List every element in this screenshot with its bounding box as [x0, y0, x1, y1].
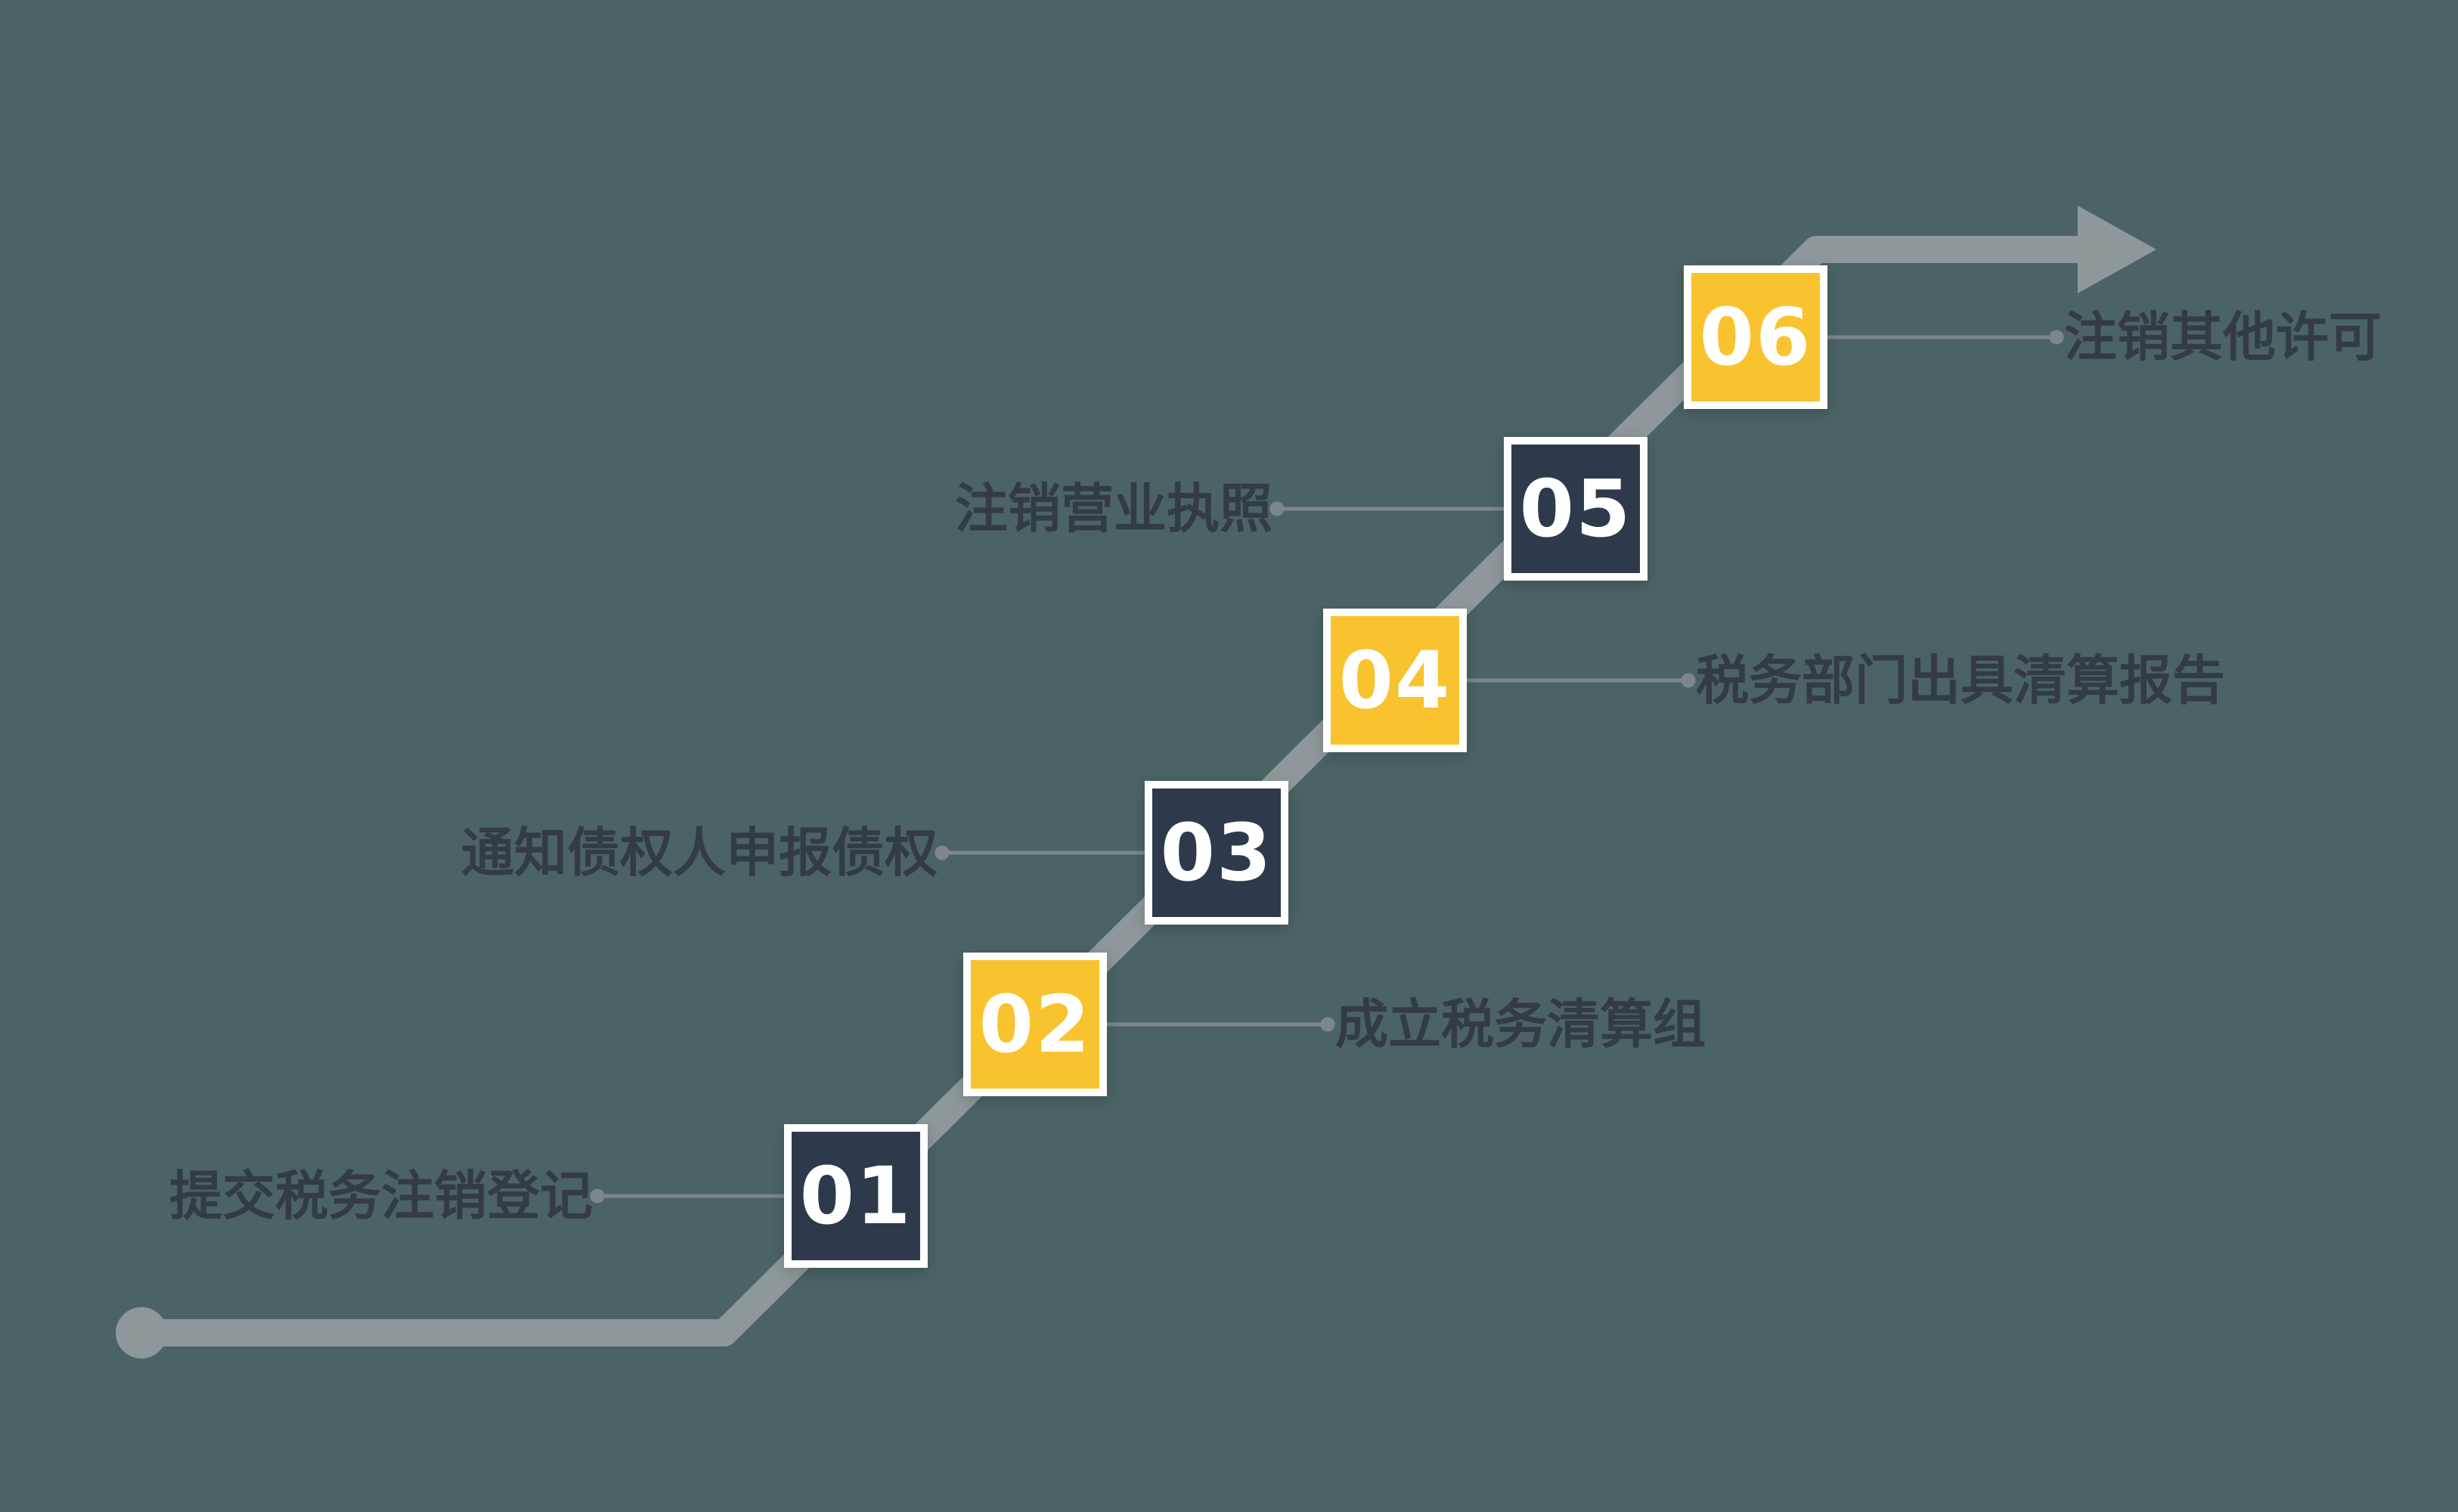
connector-dot-01 [590, 1188, 605, 1204]
connector-dot-02 [1320, 1017, 1335, 1032]
step-number-04: 04 [1338, 634, 1452, 727]
step-number-06: 06 [1699, 291, 1812, 383]
step-square-01: 01 [784, 1124, 928, 1268]
step-square-05: 05 [1504, 437, 1647, 581]
step-square-02: 02 [963, 953, 1107, 1096]
step-number-01: 01 [799, 1150, 913, 1242]
step-label-01: 提交税务注销登记 [169, 1165, 593, 1227]
connector-dot-03 [935, 845, 950, 860]
flow-start-dot [116, 1307, 167, 1359]
step-label-04: 税务部门出具清算报告 [1696, 649, 2225, 711]
step-square-04: 04 [1323, 609, 1467, 752]
step-number-03: 03 [1160, 807, 1273, 899]
step-square-03: 03 [1145, 781, 1288, 925]
step-label-06: 注销其他许可 [2064, 306, 2382, 368]
connector-dot-04 [1681, 673, 1696, 688]
step-label-05: 注销营业执照 [955, 478, 1272, 540]
connector-dot-06 [2049, 330, 2064, 345]
step-label-02: 成立税务清算组 [1335, 993, 1706, 1055]
step-label-03: 通知债权人申报债权 [461, 822, 938, 884]
connector-dot-05 [1269, 501, 1285, 516]
step-number-02: 02 [978, 978, 1092, 1070]
arrow-right-icon [2078, 206, 2156, 293]
step-number-05: 05 [1519, 463, 1632, 555]
step-square-06: 06 [1684, 265, 1827, 409]
